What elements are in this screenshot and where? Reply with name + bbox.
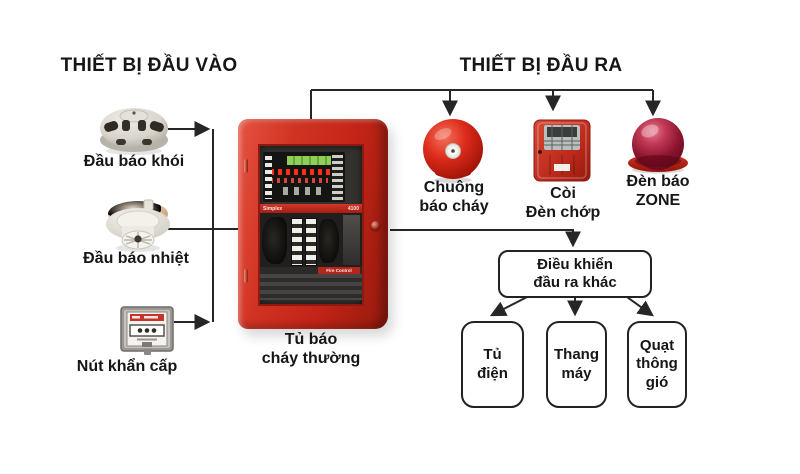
emergency-button-icon	[120, 306, 174, 356]
panel-fire-control-strip: Fire Control	[260, 267, 362, 274]
heat-detector-icon	[100, 194, 176, 256]
panel-model: 4100	[347, 205, 359, 212]
smoke-detector-icon	[96, 104, 172, 156]
panel-cable-right	[319, 219, 339, 263]
panel-led-row-2	[270, 178, 328, 183]
panel-side-column	[343, 215, 360, 265]
electrical-cabinet-box: Tủ điện	[461, 321, 524, 408]
smoke-detector-label: Đầu báo khói	[83, 153, 185, 170]
emergency-button-label: Nút khẩn cấp	[76, 358, 178, 375]
panel-label-column	[265, 156, 272, 199]
panel-terminal-strip-2	[305, 218, 317, 266]
fire-alarm-panel: Simplex 4100 Fire Control	[238, 119, 388, 329]
elevator-box: Thang máy	[546, 321, 607, 408]
panel-brand-strip: Simplex 4100	[260, 204, 362, 213]
panel-hinge-bottom	[244, 269, 248, 283]
horn-strobe-label: Còi Đèn chớp	[525, 185, 601, 221]
panel-display-module	[263, 152, 345, 202]
panel-to-controller-arrow	[390, 229, 581, 248]
panel-vents	[260, 274, 362, 300]
fire-panel-label: Tủ báo cháy thường	[261, 331, 361, 367]
heat-detector-label: Đầu báo nhiệt	[83, 250, 189, 267]
panel-cable-left	[262, 217, 287, 264]
panel-terminal-strip-1	[291, 218, 303, 266]
other-outputs-controller-box: Điều khiển đầu ra khác	[498, 250, 652, 298]
panel-hinge-top	[244, 159, 248, 173]
horn-strobe-icon	[530, 119, 594, 183]
fire-bell-label: Chuông báo cháy	[419, 179, 489, 215]
panel-brand: Simplex	[263, 205, 283, 212]
panel-fire-control-label: Fire Control	[318, 267, 360, 274]
fire-bell-icon	[419, 118, 487, 184]
output-section-title: THIẾT BỊ ĐẦU RA	[459, 55, 623, 76]
controller-to-fan-arrow	[626, 296, 654, 317]
input-section-title: THIẾT BỊ ĐẦU VÀO	[60, 55, 238, 76]
panel-interior	[260, 213, 362, 267]
panel-keypad	[332, 155, 343, 201]
zone-lamp-icon	[624, 116, 692, 174]
ventilation-fan-box: Quạt thông gió	[627, 321, 687, 408]
panel-window: Simplex 4100 Fire Control	[258, 144, 364, 306]
panel-led-row-1	[270, 169, 342, 175]
zone-lamp-label: Đèn báo ZONE	[626, 173, 690, 209]
panel-button-row	[283, 187, 323, 195]
controller-to-cabinet-arrow	[489, 296, 528, 317]
panel-lock-knob	[371, 221, 380, 230]
panel-lcd	[287, 156, 331, 165]
